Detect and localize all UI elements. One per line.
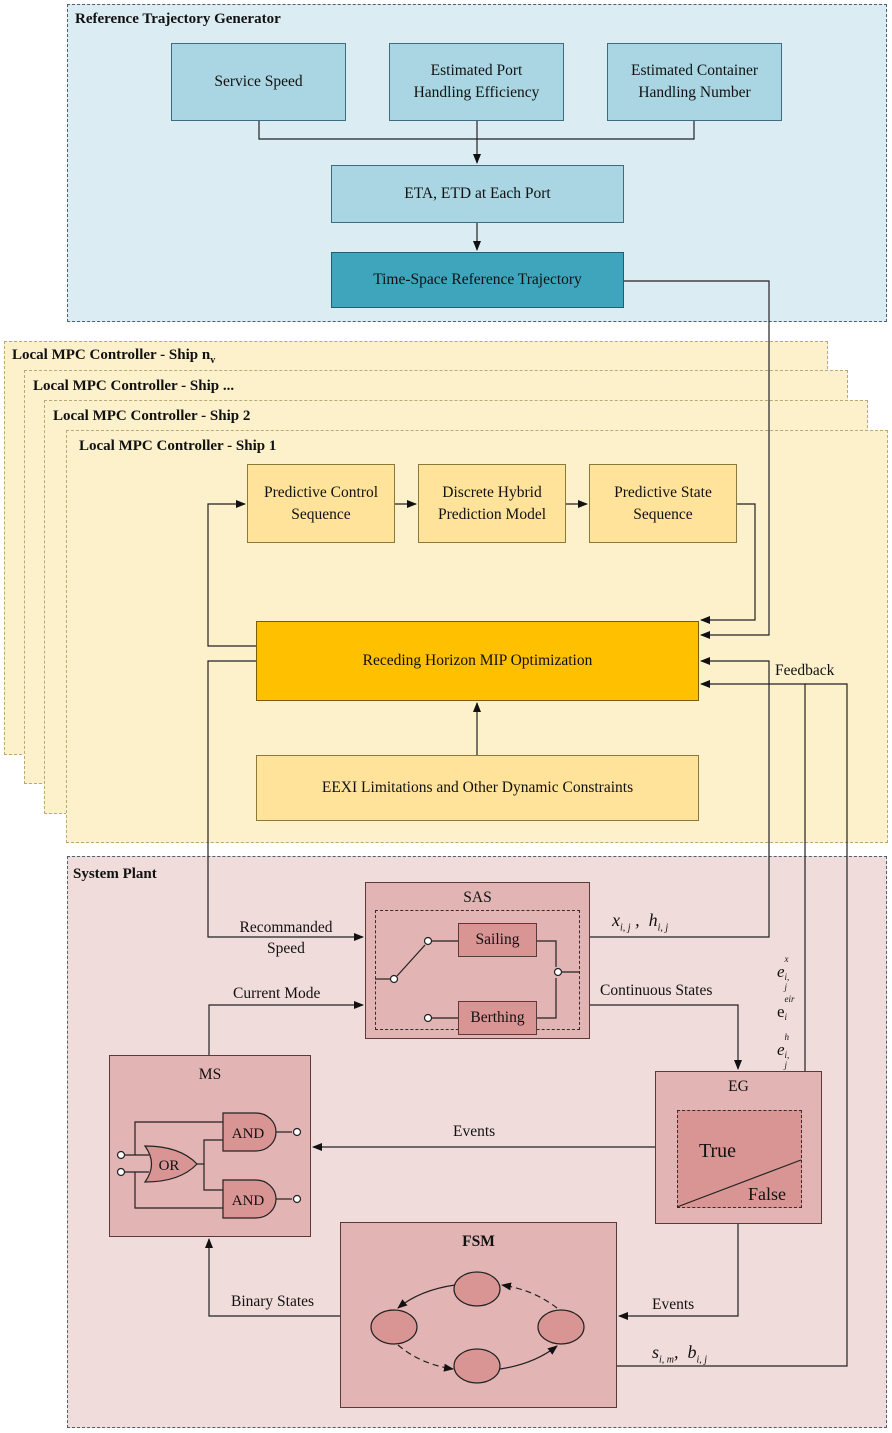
- port-efficiency-box: Estimated Port Handling Efficiency: [389, 43, 564, 121]
- sas-berthing-out: [537, 978, 557, 1019]
- constraints-box: EEXI Limitations and Other Dynamic Const…: [256, 755, 699, 821]
- hybrid-model-line2: Prediction Model: [437, 505, 547, 523]
- events-left-label: Events: [453, 1123, 496, 1140]
- fsm-state-right: [537, 1309, 585, 1345]
- mip-optimization-label: Receding Horizon MIP Optimization: [362, 652, 593, 669]
- mpc-layer-ship-1-title: Local MPC Controller - Ship 1: [79, 438, 277, 454]
- arrow-current-mode: [208, 1001, 364, 1055]
- arrow-continuous-states: [590, 1004, 742, 1070]
- ms-output-node-bottom: [292, 1194, 302, 1204]
- fsm-state-bottom: [453, 1348, 501, 1384]
- port-efficiency-line1: Estimated Port: [430, 62, 523, 79]
- mpc-layer-ship-2-title: Local MPC Controller - Ship 2: [53, 408, 251, 424]
- and-gate-top-label: AND: [232, 1126, 265, 1142]
- arrow-events-to-fsm: [618, 1224, 739, 1320]
- ms-output-node-top: [292, 1127, 302, 1137]
- arrow-mip-to-control: [207, 500, 256, 647]
- eg-divider: [676, 1159, 802, 1208]
- feedback-label: Feedback: [775, 662, 835, 679]
- fsm-label: FSM: [462, 1233, 495, 1250]
- sas-sailing-node: [423, 936, 433, 946]
- fsm-state-top: [453, 1271, 501, 1307]
- sas-sailing-out: [537, 940, 557, 967]
- and-gate-bottom-label: AND: [232, 1193, 265, 1209]
- and-gate-bottom: [222, 1179, 277, 1219]
- ms-label: MS: [198, 1066, 222, 1083]
- ms-input-node-bottom: [116, 1167, 126, 1177]
- service-speed-label: Service Speed: [214, 73, 303, 90]
- hybrid-model-box: Discrete Hybrid Prediction Model: [418, 464, 566, 543]
- fsm-state-left: [370, 1309, 418, 1345]
- arrow-mip-to-sas: [207, 660, 364, 941]
- predictive-control-box: Predictive Control Sequence: [247, 464, 395, 543]
- sas-label: SAS: [463, 889, 492, 906]
- ms-bypass-top: [134, 1121, 223, 1155]
- predictive-state-line2: Sequence: [633, 505, 693, 523]
- predictive-state-line1: Predictive State: [614, 483, 712, 501]
- state-symbols: xi, j , hi, j: [612, 910, 669, 934]
- reference-trajectory-label: Time-Space Reference Trajectory: [373, 271, 582, 288]
- or-gate-label: OR: [159, 1158, 180, 1174]
- mpc-layer-ship-nv-title: Local MPC Controller - Ship nv: [12, 347, 216, 366]
- eta-etd-box: ETA, ETD at Each Port: [331, 165, 624, 223]
- fsm-transition-top-left: [397, 1284, 456, 1309]
- continuous-states-label: Continuous States: [600, 982, 713, 999]
- eg-condition-box: [677, 1110, 802, 1208]
- sas-output-node: [553, 967, 563, 977]
- sailing-box: Sailing: [458, 923, 537, 957]
- or-gate: [143, 1145, 198, 1183]
- ms-input-node-top: [116, 1150, 126, 1160]
- arrow-trajectory-to-mip: [624, 280, 770, 639]
- arrow-state-to-mip: [700, 503, 756, 624]
- arrow-error-feedback: [700, 680, 806, 1071]
- ms-or-to-and-top: [203, 1139, 223, 1164]
- mip-optimization-box: Receding Horizon MIP Optimization: [256, 621, 699, 701]
- eg-label: EG: [728, 1078, 749, 1095]
- binary-symbols: si, m, bi, j: [652, 1342, 708, 1366]
- fsm-transition-right-top: [501, 1282, 558, 1309]
- predictive-control-line1: Predictive Control: [263, 483, 379, 501]
- port-efficiency-line2: Handling Efficiency: [413, 84, 540, 101]
- sailing-label: Sailing: [475, 931, 520, 948]
- fsm-transition-bottom-right: [499, 1345, 558, 1370]
- container-number-box: Estimated Container Handling Number: [607, 43, 782, 121]
- fsm-transition-left-bottom: [397, 1344, 454, 1372]
- eta-etd-label: ETA, ETD at Each Port: [404, 185, 551, 202]
- predictive-control-line2: Sequence: [291, 505, 351, 523]
- eg-true-label: True: [699, 1140, 737, 1162]
- service-speed-box: Service Speed: [171, 43, 346, 121]
- current-mode-label: Current Mode: [233, 985, 321, 1002]
- sas-switch-blade: [396, 944, 426, 977]
- berthing-label: Berthing: [470, 1009, 525, 1026]
- berthing-box: Berthing: [458, 1001, 537, 1035]
- arrow-binary-feedback: [617, 683, 848, 1367]
- reference-generator-title: Reference Trajectory Generator: [75, 11, 281, 27]
- reference-trajectory-box: Time-Space Reference Trajectory: [331, 252, 624, 308]
- sas-input-node: [389, 974, 399, 984]
- system-plant-title: System Plant: [73, 866, 157, 882]
- ms-bypass-bottom: [134, 1172, 223, 1209]
- hybrid-model-line1: Discrete Hybrid: [442, 483, 542, 501]
- container-number-line2: Handling Number: [638, 84, 751, 101]
- events-right-label: Events: [652, 1296, 695, 1313]
- arrow-state-feedback: [590, 657, 770, 938]
- sas-berthing-node: [423, 1013, 433, 1023]
- container-number-line1: Estimated Container: [631, 62, 758, 79]
- ms-box: [109, 1055, 311, 1237]
- ms-or-to-and-bottom: [203, 1164, 223, 1191]
- predictive-state-box: Predictive State Sequence: [589, 464, 737, 543]
- and-gate-top: [222, 1112, 277, 1152]
- eg-false-label: False: [748, 1184, 786, 1204]
- mpc-layer-ship-dots-title: Local MPC Controller - Ship ...: [33, 378, 235, 394]
- constraints-label: EEXI Limitations and Other Dynamic Const…: [321, 779, 634, 796]
- arrow-binary-to-ms: [205, 1238, 340, 1317]
- binary-states-label: Binary States: [231, 1293, 315, 1310]
